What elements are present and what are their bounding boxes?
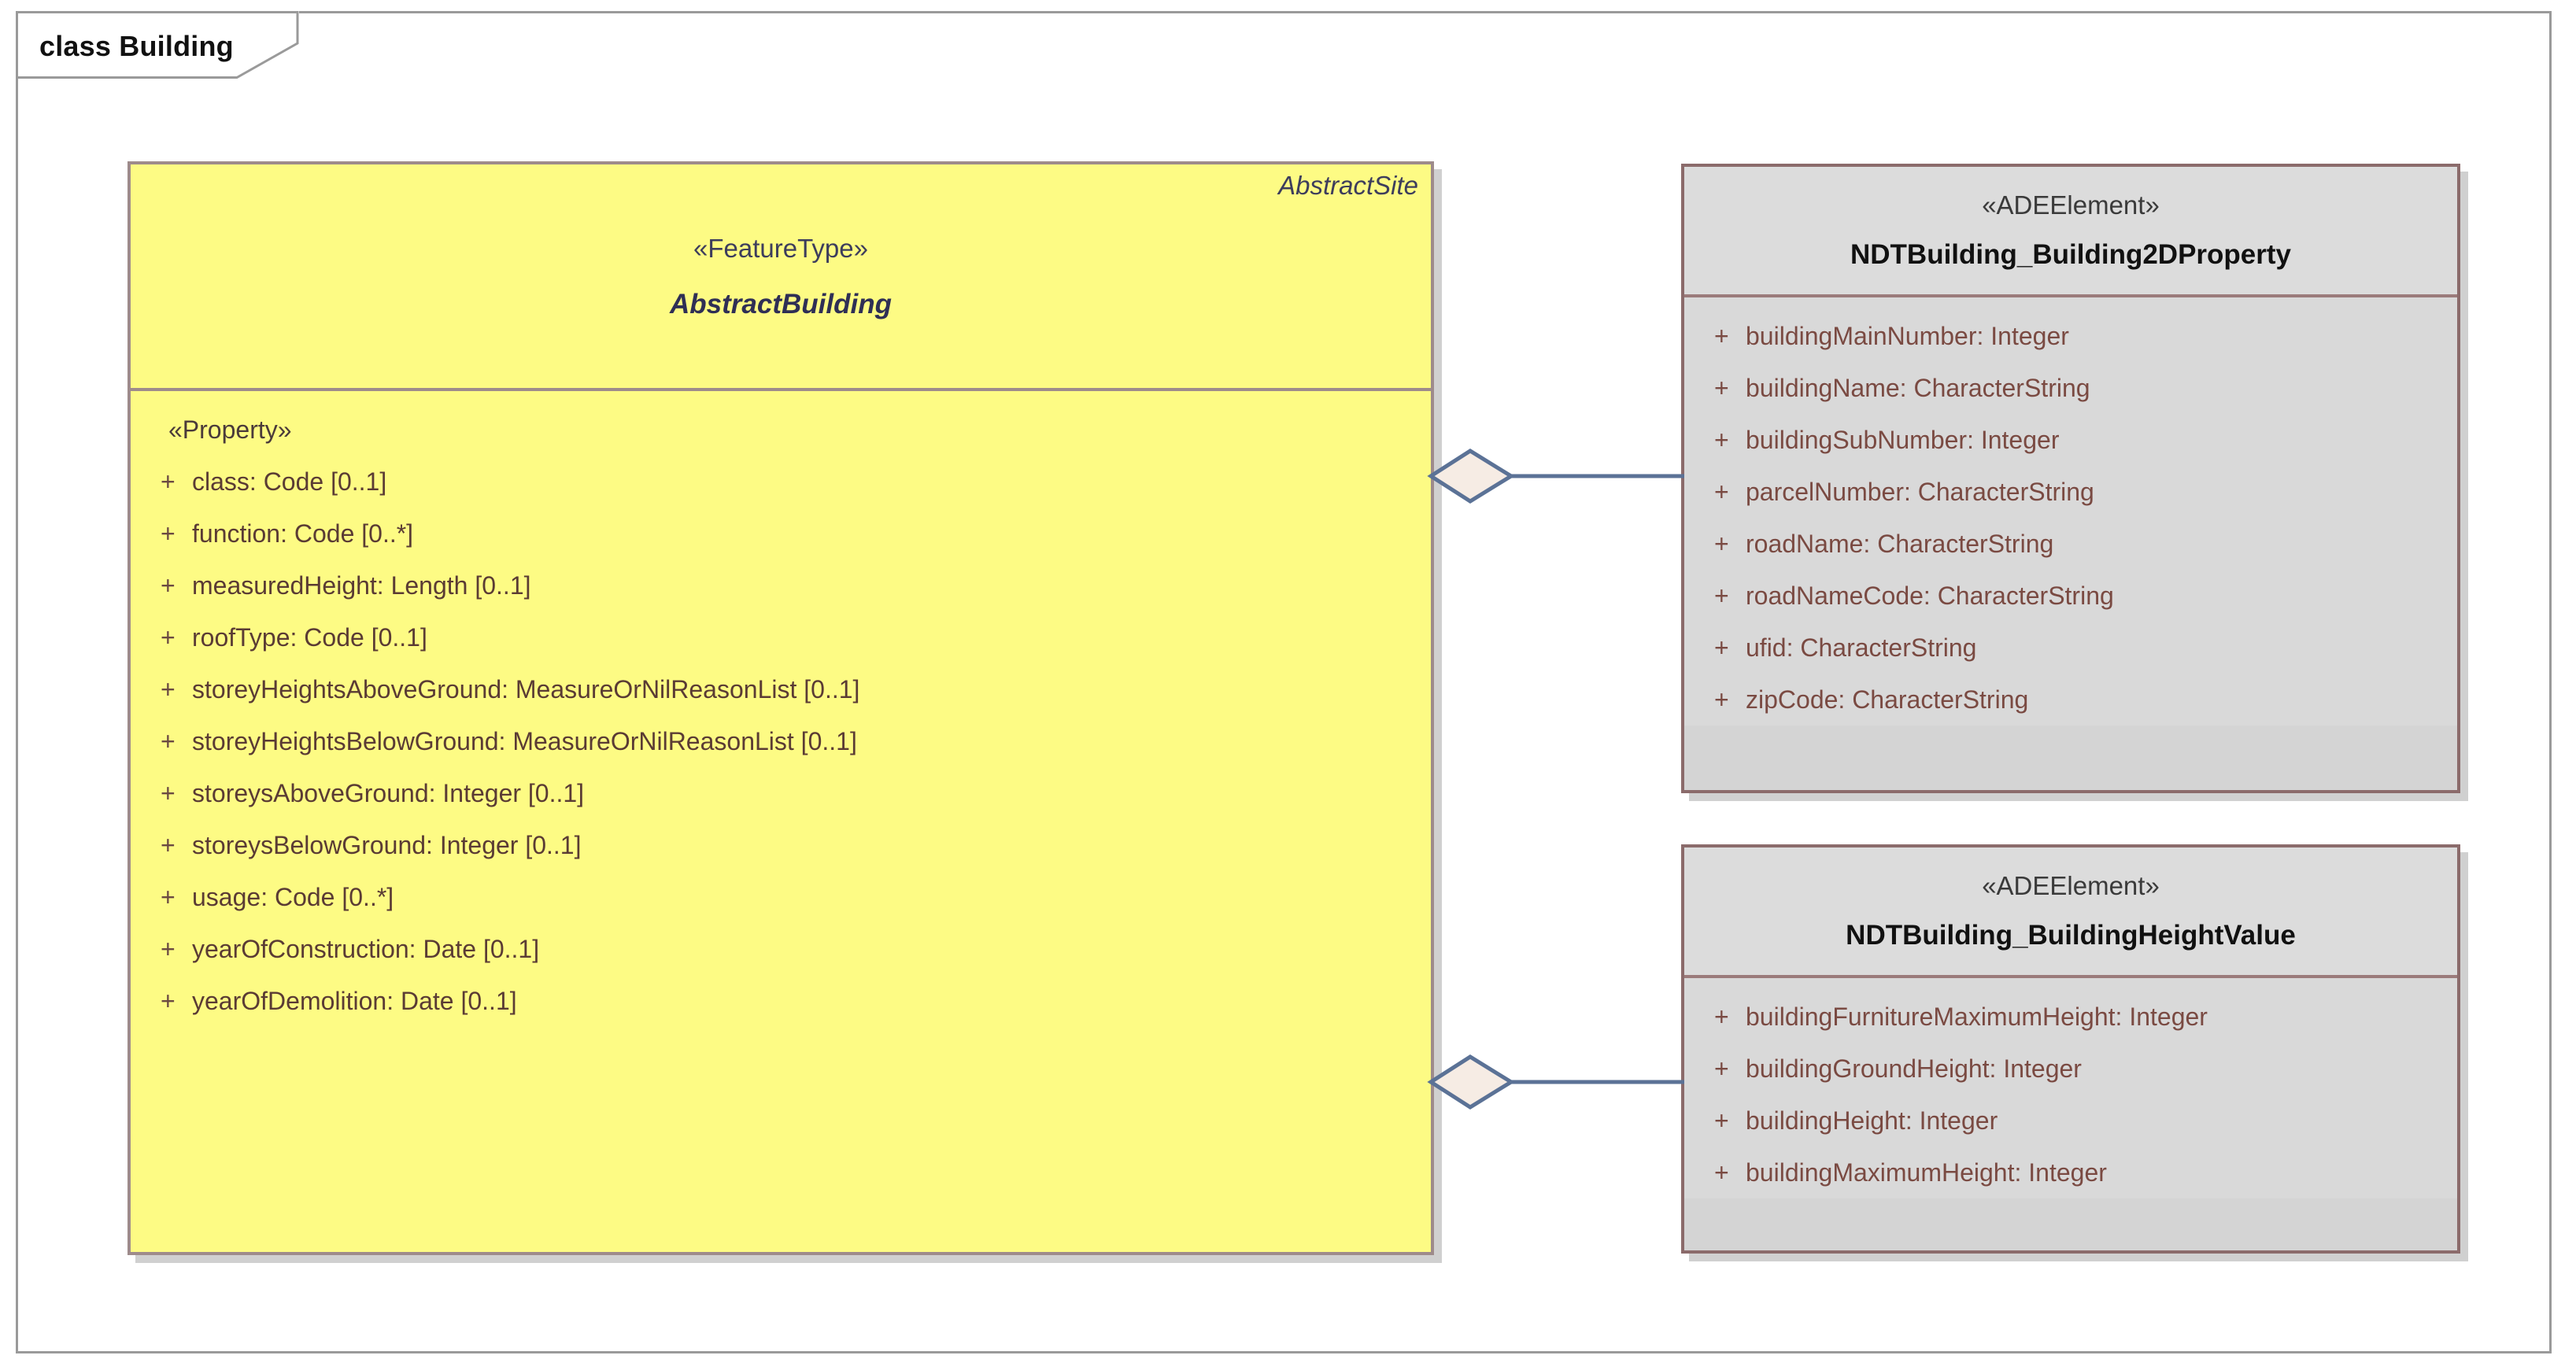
page-title: class Building [39,30,234,62]
attribute-visibility: + [1714,685,1729,714]
attribute-visibility: + [161,987,176,1015]
attribute-row[interactable]: + storeysAboveGround: Integer [0..1] [131,767,1431,819]
attribute-visibility: + [1714,1054,1729,1083]
attribute-visibility: + [161,935,176,963]
attribute-compartment-ndtbuilding-buildingheightvalue: + buildingFurnitureMaximumHeight: Integer… [1684,978,2457,1198]
attribute-row[interactable]: + yearOfConstruction: Date [0..1] [131,923,1431,975]
attribute-signature: usage: Code [0..*] [192,883,394,911]
attribute-signature: storeyHeightsAboveGround: MeasureOrNilRe… [192,675,860,703]
attribute-signature: buildingMaximumHeight: Integer [1746,1158,2107,1187]
attribute-signature: roofType: Code [0..1] [192,623,427,652]
attribute-visibility: + [1714,478,1729,506]
attribute-signature: zipCode: CharacterString [1746,685,2029,714]
attribute-row[interactable]: + buildingMainNumber: Integer [1684,310,2457,362]
attribute-row[interactable]: + class: Code [0..1] [131,456,1431,508]
attribute-signature: roadName: CharacterString [1746,530,2054,558]
attribute-signature: ufid: CharacterString [1746,633,1977,662]
attribute-row[interactable]: + buildingGroundHeight: Integer [1684,1043,2457,1095]
attribute-signature: measuredHeight: Length [0..1] [192,571,531,600]
attribute-signature: yearOfDemolition: Date [0..1] [192,987,517,1015]
attribute-visibility: + [1714,322,1729,350]
attribute-signature: buildingName: CharacterString [1746,374,2090,402]
property-section-stereotype: «Property» [168,415,292,444]
attribute-visibility: + [1714,426,1729,454]
attribute-row[interactable]: + roadNameCode: CharacterString [1684,570,2457,622]
attribute-signature: class: Code [0..1] [192,467,387,496]
attribute-row[interactable]: + measuredHeight: Length [0..1] [131,559,1431,611]
class-box-ndtbuilding-buildingheightvalue[interactable]: «ADEElement» NDTBuilding_BuildingHeightV… [1681,844,2460,1254]
attribute-signature: yearOfConstruction: Date [0..1] [192,935,540,963]
class-name: NDTBuilding_BuildingHeightValue [1846,920,2296,951]
class-stereotype: «ADEElement» [1982,190,2160,220]
attribute-visibility: + [161,623,176,652]
attribute-signature: buildingMainNumber: Integer [1746,322,2069,350]
attribute-visibility: + [1714,530,1729,558]
attribute-row[interactable]: + buildingMaximumHeight: Integer [1684,1147,2457,1198]
attribute-signature: buildingSubNumber: Integer [1746,426,2060,454]
attribute-visibility: + [161,831,176,859]
attribute-visibility: + [161,571,176,600]
attribute-row[interactable]: + storeyHeightsAboveGround: MeasureOrNilR… [131,663,1431,715]
attribute-list-ndtbuilding-buildingheightvalue: + buildingFurnitureMaximumHeight: Integer… [1684,991,2457,1198]
class-header-abstract-building: AbstractSite «FeatureType» AbstractBuild… [131,164,1431,391]
attribute-signature: roadNameCode: CharacterString [1746,582,2114,610]
class-stereotype: «ADEElement» [1982,871,2160,900]
attribute-visibility: + [161,883,176,911]
attribute-row[interactable]: + buildingName: CharacterString [1684,362,2457,414]
attribute-compartment-ndtbuilding-building2dproperty: + buildingMainNumber: Integer + buildingNam… [1684,297,2457,726]
attribute-visibility: + [1714,374,1729,402]
attribute-list-ndtbuilding-building2dproperty: + buildingMainNumber: Integer + buildingNam… [1684,310,2457,726]
attribute-visibility: + [161,675,176,703]
attribute-row[interactable]: + roadName: CharacterString [1684,518,2457,570]
attribute-row[interactable]: + roofType: Code [0..1] [131,611,1431,663]
class-name: NDTBuilding_Building2DProperty [1850,239,2291,270]
diagram-frame [16,11,2552,1353]
attribute-row[interactable]: + buildingSubNumber: Integer [1684,414,2457,466]
attribute-signature: function: Code [0..*] [192,519,414,548]
class-stereotype: «FeatureType» [693,234,868,263]
attribute-visibility: + [161,727,176,755]
class-header-ndtbuilding-building2dproperty: «ADEElement» NDTBuilding_Building2DPrope… [1684,167,2457,297]
attribute-signature: storeysAboveGround: Integer [0..1] [192,779,585,807]
attribute-signature: buildingHeight: Integer [1746,1106,1998,1135]
attribute-visibility: + [1714,1003,1729,1031]
attribute-signature: parcelNumber: CharacterString [1746,478,2094,506]
attribute-signature: buildingGroundHeight: Integer [1746,1054,2082,1083]
attribute-visibility: + [1714,1158,1729,1187]
attribute-visibility: + [1714,633,1729,662]
attribute-row[interactable]: + storeysBelowGround: Integer [0..1] [131,819,1431,871]
attribute-list-abstract-building: + class: Code [0..1] + function: Code [0..*… [131,456,1431,1027]
attribute-row[interactable]: + buildingFurnitureMaximumHeight: Integer [1684,991,2457,1043]
attribute-visibility: + [161,779,176,807]
attribute-row[interactable]: + yearOfDemolition: Date [0..1] [131,975,1431,1027]
attribute-row[interactable]: + buildingHeight: Integer [1684,1095,2457,1147]
class-box-ndtbuilding-building2dproperty[interactable]: «ADEElement» NDTBuilding_Building2DPrope… [1681,164,2460,793]
attribute-visibility: + [1714,582,1729,610]
attribute-signature: buildingFurnitureMaximumHeight: Integer [1746,1003,2208,1031]
class-header-ndtbuilding-buildingheightvalue: «ADEElement» NDTBuilding_BuildingHeightV… [1684,847,2457,978]
class-box-abstract-building[interactable]: AbstractSite «FeatureType» AbstractBuild… [128,161,1434,1255]
attribute-visibility: + [1714,1106,1729,1135]
attribute-row[interactable]: + zipCode: CharacterString [1684,674,2457,726]
attribute-signature: storeysBelowGround: Integer [0..1] [192,831,582,859]
attribute-compartment-abstract-building: «Property» + class: Code [0..1] + function:… [131,391,1431,1027]
class-name: AbstractBuilding [670,289,892,319]
attribute-signature: storeyHeightsBelowGround: MeasureOrNilRe… [192,727,857,755]
attribute-row[interactable]: + function: Code [0..*] [131,508,1431,559]
attribute-row[interactable]: + ufid: CharacterString [1684,622,2457,674]
supertype-label: AbstractSite [1278,171,1418,200]
attribute-row[interactable]: + parcelNumber: CharacterString [1684,466,2457,518]
attribute-visibility: + [161,519,176,548]
attribute-row[interactable]: + storeyHeightsBelowGround: MeasureOrNilR… [131,715,1431,767]
attribute-row[interactable]: + usage: Code [0..*] [131,871,1431,923]
attribute-visibility: + [161,467,176,496]
